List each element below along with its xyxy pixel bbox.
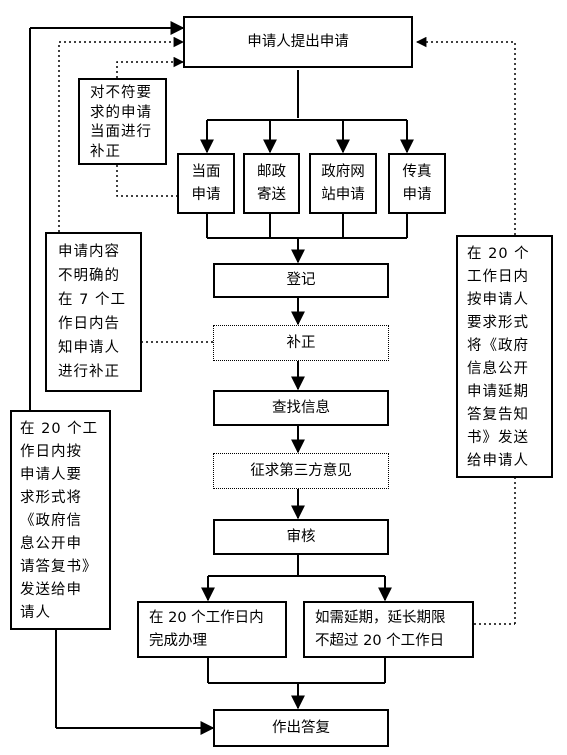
in-person-fix-text: 对不符要 求的申请 当面进行 补正: [90, 85, 152, 160]
apply-label: 申请人提出申请: [247, 33, 349, 50]
supplement-label: 补正: [286, 334, 316, 351]
review-box: 审核: [213, 519, 389, 555]
within-20-days-box: 在 20 个工作日内 完成办理: [137, 601, 287, 658]
review-label: 审核: [286, 528, 316, 545]
channel-in-person-label: 当面 申请: [191, 163, 221, 203]
in-person-fix-note: 对不符要 求的申请 当面进行 补正: [78, 78, 167, 165]
channel-fax-label: 传真 申请: [402, 163, 432, 203]
channel-mail-box: 邮政 寄送: [243, 153, 300, 214]
register-box: 登记: [213, 263, 389, 298]
extension-box: 如需延期，延长期限 不超过 20 个工作日: [303, 601, 474, 658]
channel-mail-label: 邮政 寄送: [257, 163, 286, 203]
extension-notice-text: 在 20 个 工作日内 按申请人 要求形式 将《政府 信息公开 申请延期 答复告…: [467, 246, 530, 469]
unclear-content-note: 申请内容 不明确的 在 7 个工 作日内告 知申请人 进行补正: [45, 232, 142, 392]
channel-website-label: 政府网 站申请: [321, 163, 365, 203]
channel-in-person-box: 当面 申请: [177, 153, 235, 214]
find-info-box: 查找信息: [213, 390, 389, 426]
register-label: 登记: [286, 272, 316, 288]
channel-fax-box: 传真 申请: [388, 153, 446, 214]
channel-website-box: 政府网 站申请: [309, 153, 377, 214]
reply-label: 作出答复: [272, 719, 330, 736]
within-20-days-label: 在 20 个工作日内 完成办理: [149, 609, 264, 649]
find-info-label: 查找信息: [272, 399, 330, 416]
third-party-label: 征求第三方意见: [250, 462, 352, 479]
reply-box: 作出答复: [213, 709, 389, 747]
reply-20-days-note: 在 20 个工 作日内按 申请人要 求形式将 《政府信 息公开申 请答复书》 发…: [10, 410, 111, 630]
unclear-content-text: 申请内容 不明确的 在 7 个工 作日内告 知申请人 进行补正: [58, 244, 126, 380]
extension-notice-note: 在 20 个 工作日内 按申请人 要求形式 将《政府 信息公开 申请延期 答复告…: [456, 235, 553, 478]
reply-20-days-text: 在 20 个工 作日内按 申请人要 求形式将 《政府信 息公开申 请答复书》 发…: [20, 421, 99, 621]
extension-label: 如需延期，延长期限 不超过 20 个工作日: [315, 609, 446, 649]
apply-box: 申请人提出申请: [183, 16, 413, 68]
supplement-box: 补正: [213, 325, 389, 361]
third-party-box: 征求第三方意见: [213, 453, 389, 489]
